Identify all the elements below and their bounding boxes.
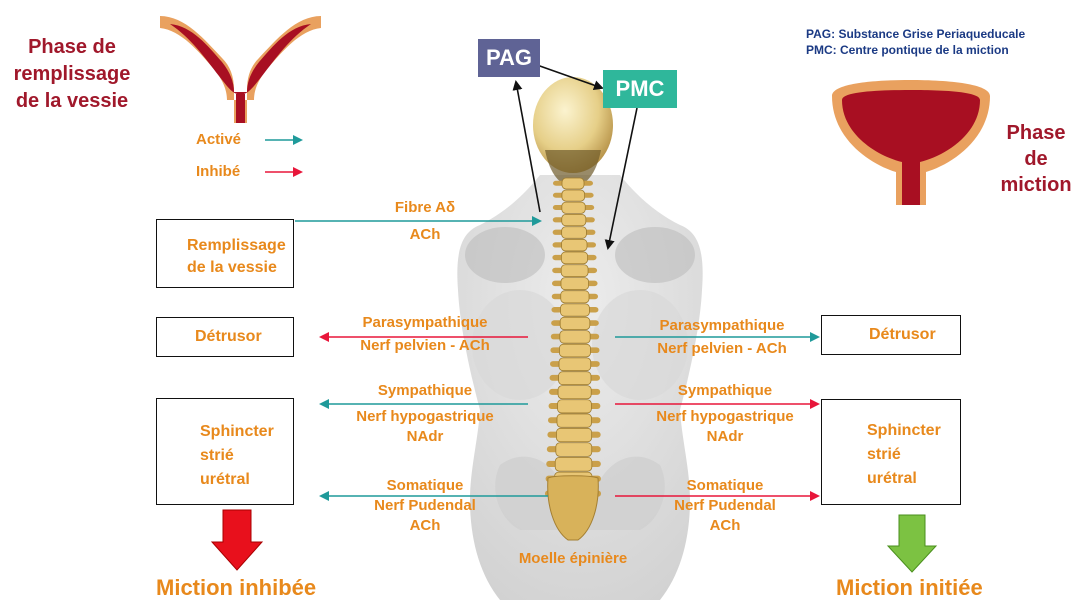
vertebra	[561, 278, 589, 290]
parasympathetic-nerve: Nerf pelvien - ACh	[335, 336, 515, 356]
left-sphincter-line: strié	[200, 444, 293, 468]
left-sphincter-line: Sphincter	[200, 420, 293, 444]
sympathetic-neurotransmitter: NAdr	[330, 427, 520, 447]
fibre-type: Fibre Aδ	[370, 197, 480, 219]
vertebra	[560, 317, 590, 329]
sympathetic-nerve: Nerf hypogastrique	[330, 407, 520, 427]
vertebra	[559, 344, 590, 357]
vertebra	[562, 202, 585, 213]
vertebra	[561, 291, 589, 303]
somatic-nerve: Nerf Pudendal	[650, 496, 800, 516]
vertebra	[557, 414, 592, 427]
parasympathetic-nerve: Nerf pelvien - ACh	[632, 339, 812, 359]
legend-inhibited-label: Inhibé	[196, 163, 240, 180]
right-sphincter-line: Sphincter	[867, 419, 960, 443]
vertebra	[562, 214, 586, 225]
right-parasympathetic-label: Parasympathique Nerf pelvien - ACh	[632, 316, 812, 359]
right-sphincter-line: urétral	[867, 467, 960, 491]
legend-active-label: Activé	[196, 131, 241, 148]
somatic-neurotransmitter: ACh	[350, 516, 500, 536]
pag-box: PAG	[478, 39, 540, 77]
right-detrusor-box: Détrusor	[821, 315, 961, 355]
somatic-nerve: Nerf Pudendal	[350, 496, 500, 516]
vertebra	[555, 457, 592, 471]
outcome-initiated: Miction initiée	[836, 575, 983, 601]
filling-bladder-icon	[160, 16, 321, 123]
sympathetic-name: Sympathique	[330, 381, 520, 401]
left-phase-title-line: de la vessie	[12, 88, 132, 115]
sympathetic-nerve: Nerf hypogastrique	[630, 407, 820, 427]
somatic-name: Somatique	[350, 476, 500, 496]
parasympathetic-name: Parasympathique	[632, 316, 812, 336]
sympathetic-name: Sympathique	[630, 381, 820, 401]
abbreviation-pag: PAG: Substance Grise Periaqueducale	[806, 26, 1025, 42]
somatic-neurotransmitter: ACh	[650, 516, 800, 536]
filling-box-line: Remplissage	[187, 235, 293, 257]
vertebra	[562, 239, 587, 251]
abbreviation-pmc: PMC: Centre pontique de la miction	[806, 42, 1025, 58]
left-phase-title-line: remplissage	[12, 61, 132, 88]
vertebra	[561, 252, 587, 264]
initiated-down-arrow-icon	[888, 515, 936, 572]
right-phase-title: Phase de miction	[996, 120, 1076, 198]
sympathetic-neurotransmitter: NAdr	[630, 427, 820, 447]
vertebra	[558, 400, 592, 413]
parasympathetic-name: Parasympathique	[335, 313, 515, 333]
vertebra	[562, 178, 584, 189]
right-phase-title-line: Phase	[996, 120, 1076, 146]
vertebra	[556, 428, 591, 441]
vertebra	[561, 265, 588, 277]
abbreviations-note: PAG: Substance Grise Periaqueducale PMC:…	[806, 26, 1025, 58]
pmc-box: PMC	[603, 70, 677, 108]
left-parasympathetic-label: Parasympathique Nerf pelvien - ACh	[335, 313, 515, 356]
vertebra	[559, 372, 591, 385]
right-sympathetic-label: Sympathique Nerf hypogastrique NAdr	[630, 381, 820, 447]
fibre-label: Fibre Aδ ACh	[370, 197, 480, 246]
vertebra	[560, 304, 589, 316]
vertebra	[562, 227, 587, 239]
left-phase-title: Phase de remplissage de la vessie	[12, 34, 132, 115]
somatic-name: Somatique	[650, 476, 800, 496]
inhibited-down-arrow-icon	[212, 510, 262, 570]
spinal-cord-label: Moelle épinière	[498, 550, 648, 567]
outcome-inhibited: Miction inhibée	[156, 575, 316, 601]
left-sympathetic-label: Sympathique Nerf hypogastrique NAdr	[330, 381, 520, 447]
right-somatic-label: Somatique Nerf Pudendal ACh	[650, 476, 800, 536]
left-detrusor-box: Détrusor	[156, 317, 294, 357]
right-phase-title-line: de	[996, 146, 1076, 172]
vertebra	[558, 386, 591, 399]
left-somatic-label: Somatique Nerf Pudendal ACh	[350, 476, 500, 536]
vertebra	[556, 443, 592, 457]
left-phase-title-line: Phase de	[12, 34, 132, 61]
vertebra	[562, 190, 585, 201]
right-phase-title-line: miction	[996, 172, 1076, 198]
voiding-bladder-icon	[832, 80, 990, 205]
right-sphincter-box: Sphincter strié urétral	[821, 399, 961, 505]
fibre-neurotransmitter: ACh	[370, 224, 480, 246]
vertebra	[560, 331, 590, 344]
left-sphincter-box: Sphincter strié urétral	[156, 398, 294, 505]
filling-box-line: de la vessie	[187, 257, 293, 279]
right-sphincter-line: strié	[867, 443, 960, 467]
filling-bladder-box: Remplissage de la vessie	[156, 219, 294, 288]
left-sphincter-line: urétral	[200, 468, 293, 492]
vertebra	[559, 358, 591, 371]
